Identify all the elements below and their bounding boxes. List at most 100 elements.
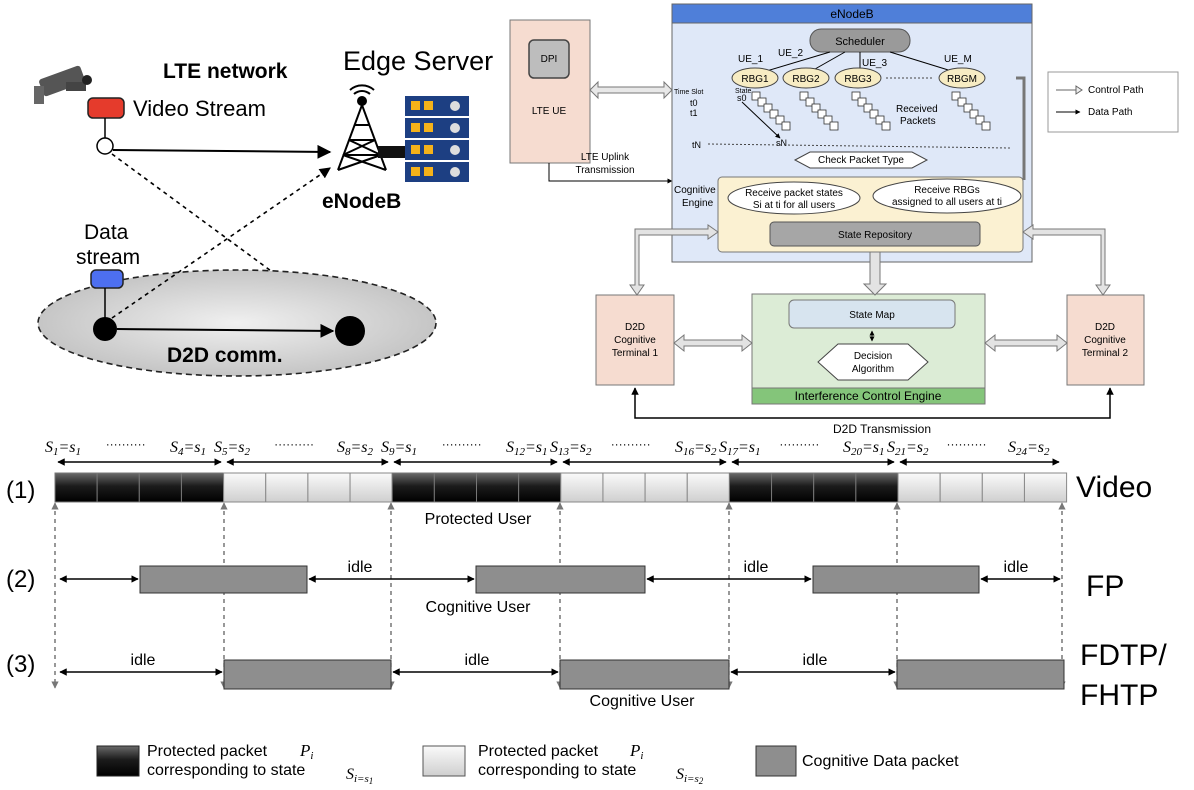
sn-label: sN: [776, 138, 787, 148]
d2d-terminal-2-label-2: Cognitive: [1084, 335, 1126, 346]
row-name-fhtp: FHTP: [1080, 679, 1158, 712]
interference-control-engine-label: Interference Control Engine: [795, 389, 942, 403]
state-label: S1=s1: [45, 439, 81, 458]
rbg-2-label: RBG2: [792, 74, 820, 85]
dpi-box: [528, 39, 570, 79]
legend-protected-line2-b: corresponding to state: [478, 762, 636, 779]
uplink-label-1: LTE Uplink: [581, 152, 630, 163]
control-path-arrows: [629, 224, 1111, 353]
video-camera-icon: [34, 65, 92, 104]
d2d-terminal-1-label-2: Cognitive: [614, 335, 656, 346]
protected-packet-s1: [433, 472, 478, 503]
uplink-arrow: [548, 163, 673, 184]
ue-label-1: UE_1: [738, 54, 763, 65]
ue-label-m: UE_M: [944, 54, 972, 65]
idle-label: idle: [803, 652, 828, 669]
decision-label-2: Algorithm: [852, 364, 894, 375]
cognitive-user-label-3: Cognitive User: [590, 693, 696, 710]
protected-packet-s2: [560, 472, 604, 503]
legend-protected-line1-b: Protected packet: [478, 743, 599, 760]
d2d-transmission-arrow: [631, 387, 1114, 419]
d2d-transmission-label: D2D Transmission: [833, 422, 931, 436]
edge-server-icon: [405, 96, 469, 182]
state-label: S8=s2: [337, 439, 374, 458]
legend-protected-line1-a: Protected packet: [147, 743, 268, 760]
edge-server-title: Edge Server: [343, 46, 493, 76]
protected-packet-s1: [813, 472, 857, 503]
path-legend-box: [1047, 71, 1179, 133]
protected-packet-s2: [939, 472, 983, 503]
state-label: S20=s1: [843, 439, 885, 458]
legend-protected-line2-a: corresponding to state: [147, 762, 305, 779]
protected-packet-s1: [54, 472, 98, 503]
state-label: S21=s2: [887, 439, 929, 458]
tower-server-link: [378, 146, 408, 158]
rbg-2: [782, 67, 830, 89]
legend-swatch-cognitive: [755, 745, 797, 777]
d2d-comm-label: D2D comm.: [167, 344, 283, 367]
protected-packet-s1: [391, 472, 435, 503]
protected-packet-s1: [771, 472, 815, 503]
cognitive-data-packet: [559, 659, 730, 690]
row-number-3: (3): [6, 651, 35, 678]
d2d-rx-node: [335, 316, 365, 346]
data-stream-label-2: stream: [76, 246, 140, 269]
idle-label: idle: [1004, 559, 1029, 576]
decision-algorithm-box: [817, 343, 929, 381]
ellipsis-dots: ··········: [779, 437, 819, 451]
ellipsis-dots: ··········: [611, 437, 651, 451]
data-node-icon: [90, 269, 124, 289]
protected-packet-s1: [518, 472, 562, 503]
ue-label-2: UE_2: [778, 48, 803, 59]
check-packet-type: [793, 151, 929, 169]
network-panel: LTE network Edge Server Video Stream: [34, 46, 493, 377]
state-label: S4=s1: [170, 439, 206, 458]
state-map-label: State Map: [849, 310, 895, 321]
idle-label: idle: [131, 652, 156, 669]
protected-packet-s2: [981, 472, 1025, 503]
enodeb-title: eNodeB: [830, 7, 873, 21]
protected-packet-s2: [686, 472, 730, 503]
cognitive-data-packet: [896, 659, 1065, 690]
uplink-label-2: Transmission: [575, 165, 634, 176]
legend-swatch-state1: [96, 745, 140, 777]
cognitive-data-packet: [475, 565, 646, 594]
t1-label: t1: [690, 108, 698, 118]
row-number-1: (1): [6, 477, 35, 504]
video-to-d2d-dashed-arrow: [111, 153, 336, 319]
state-label: S17=s1: [719, 439, 761, 458]
rbg-1: [731, 67, 779, 89]
protected-packet-s1: [180, 472, 225, 503]
protected-packet-s2: [1023, 472, 1068, 503]
protected-packet-s1: [476, 472, 520, 503]
legend-control-path: Control Path: [1088, 85, 1144, 96]
state-label: S16=s2: [675, 439, 717, 458]
control-path-arrow: [589, 80, 673, 100]
d2d-area: [37, 269, 437, 377]
protected-packet-s1: [855, 472, 899, 503]
idle-label: idle: [348, 559, 373, 576]
ellipsis-dots: ··········: [106, 437, 146, 451]
lte-network-title: LTE network: [163, 60, 288, 83]
lte-ue-label: LTE UE: [532, 106, 567, 117]
legend-p-a: Pi: [299, 741, 313, 762]
d2d-terminal-2: [1066, 294, 1145, 386]
legend-data-path: Data Path: [1088, 107, 1132, 118]
rbg-m-label: RBGM: [947, 74, 977, 85]
video-source-node: [96, 137, 114, 155]
state-label: S24=s2: [1008, 439, 1050, 458]
t0-label: t0: [690, 98, 698, 108]
legend-swatch-state2: [422, 745, 466, 777]
receive-states-label-2: Si at ti for all users: [753, 200, 835, 211]
row-name-fp: FP: [1086, 570, 1124, 603]
ue-label-3: UE_3: [862, 58, 887, 69]
protected-packet-s2: [602, 472, 646, 503]
architecture-panel: DPI LTE UE LTE Uplink Transmission eNode…: [509, 3, 1179, 436]
idle-label: idle: [744, 559, 769, 576]
legend-state-b: Si=s2: [676, 766, 704, 786]
decision-label-1: Decision: [854, 351, 892, 362]
state-map-box: [788, 299, 956, 329]
row-name-video: Video: [1076, 471, 1152, 504]
